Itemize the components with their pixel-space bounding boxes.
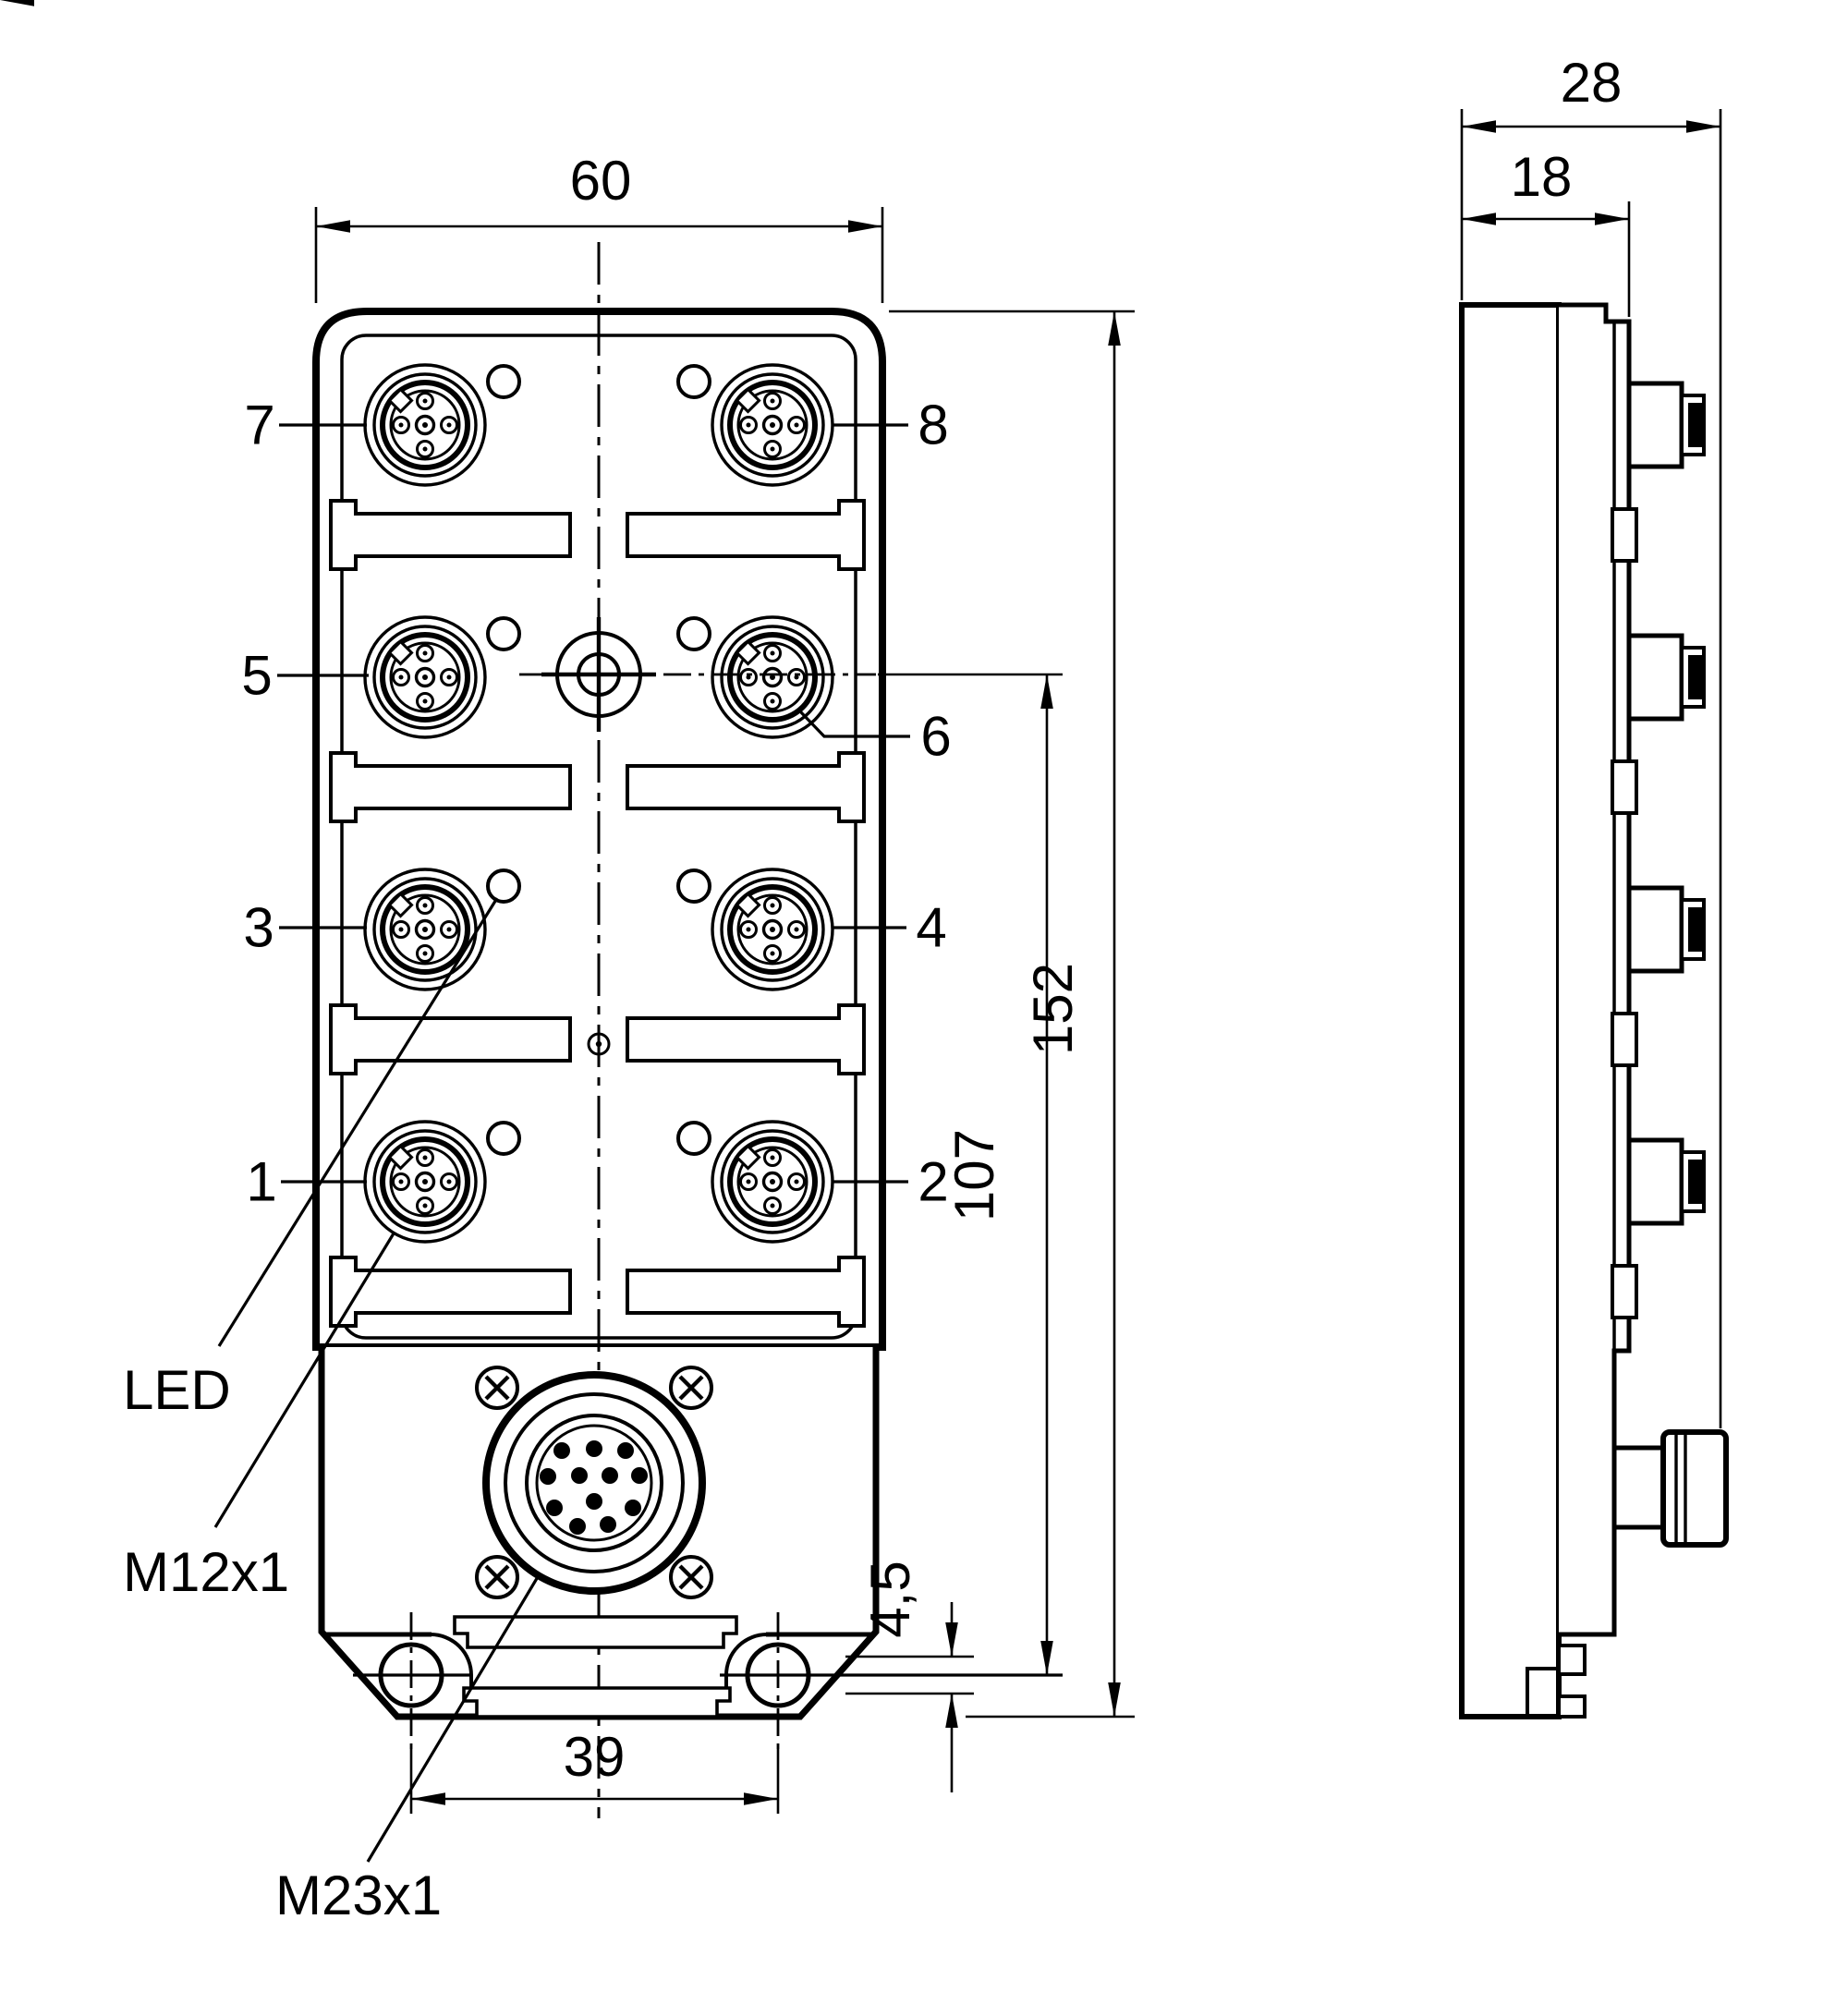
m12-port-8: [712, 365, 833, 485]
label-strips: [453, 1615, 738, 1719]
dim-107: 107: [878, 673, 1063, 1675]
mounting-holes: [353, 1612, 1063, 1749]
m12-port-6: [712, 617, 833, 737]
annotations: 7 8 5 6 3 4 1 2 LED M12x1 M23x1: [123, 395, 952, 1927]
port-label-2: 2: [918, 1151, 948, 1213]
port-label-7: 7: [244, 395, 274, 456]
m12-port-2: [712, 1122, 833, 1242]
port-label-6: 6: [920, 706, 951, 768]
dim-107-label: 107: [943, 1129, 1005, 1221]
m12-port-4: [712, 869, 833, 990]
dim-height-label: 152: [1022, 963, 1084, 1055]
center-pilot-hole: [587, 1032, 611, 1056]
m23-thread-label: M23x1: [275, 1864, 442, 1926]
dim-39: 39: [409, 1726, 780, 1814]
dim-18: 18: [1462, 146, 1631, 317]
left-foot-arc: [430, 1633, 473, 1688]
m12-port-3: [365, 869, 485, 990]
dim-39-label: 39: [564, 1726, 626, 1788]
dim-28: 28: [1460, 52, 1722, 1428]
dim-28-label: 28: [1561, 52, 1623, 114]
dimensions: 60 152 107 4,5: [0, 0, 1722, 1814]
m23-pins: [540, 1440, 648, 1535]
led-label: LED: [123, 1359, 231, 1421]
port-label-5: 5: [241, 645, 272, 707]
side-housing-profile: [1559, 302, 1632, 1637]
dim-width-label: 60: [570, 150, 632, 212]
port-label-3: 3: [243, 897, 274, 959]
port-label-1: 1: [246, 1151, 276, 1213]
front-view: [312, 242, 1063, 1818]
side-view: [1459, 302, 1729, 1719]
m12-port-7: [365, 365, 485, 485]
port-label-4: 4: [916, 897, 946, 959]
side-foot-notch: [1526, 1667, 1559, 1717]
port-label-8: 8: [918, 395, 948, 456]
groove-rows: [329, 499, 866, 1328]
dim-4-5: 4,5: [845, 1561, 974, 1792]
m12-thread-label: M12x1: [123, 1541, 289, 1603]
led-holes: [486, 364, 711, 1156]
dim-width-60: 60: [0, 0, 884, 303]
side-rear-plate: [1459, 302, 1562, 1719]
dim-height-152: 152: [889, 310, 1135, 1719]
side-m12-connectors: [1629, 383, 1704, 1223]
dim-4-5-label: 4,5: [859, 1561, 921, 1637]
dim-18-label: 18: [1511, 146, 1573, 208]
m12-port-1: [365, 1122, 485, 1242]
center-screw: [541, 617, 656, 732]
right-foot-arc: [724, 1633, 768, 1688]
side-m23-connector: [1611, 1429, 1729, 1548]
m12-port-5: [365, 617, 485, 737]
m23-connector: [482, 1371, 706, 1595]
